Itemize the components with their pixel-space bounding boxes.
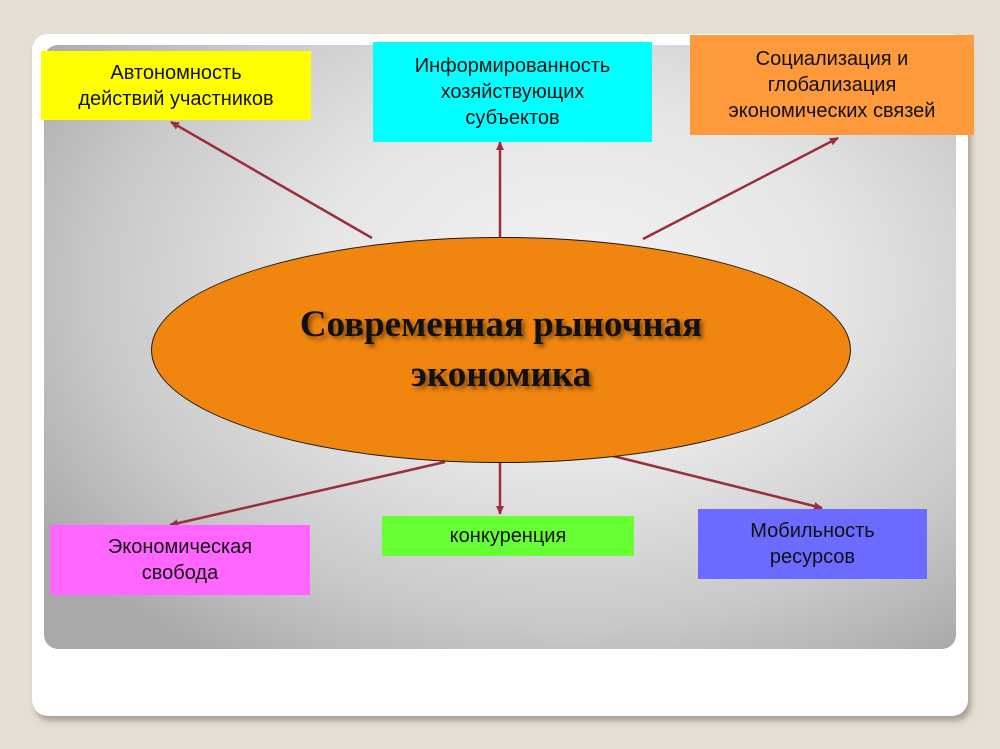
- center-ellipse: Современная рыночная экономика: [151, 237, 851, 463]
- node-socialization: Социализация и глобализация экономически…: [690, 35, 974, 135]
- node-economic-freedom: Экономическая свобода: [50, 525, 310, 595]
- arrow-to-freedom: [169, 460, 446, 528]
- arrow-to-autonomy: [170, 120, 373, 240]
- arrow-to-socialization: [642, 136, 839, 241]
- arrow-to-mobility: [604, 452, 823, 510]
- node-competition: конкуренция: [382, 516, 634, 556]
- node-awareness: Информированность хозяйствующих субъекто…: [373, 42, 652, 142]
- node-autonomy: Автономность действий участников: [41, 51, 311, 120]
- center-title: Современная рыночная экономика: [299, 304, 703, 395]
- node-resource-mobility: Мобильность ресурсов: [698, 509, 927, 579]
